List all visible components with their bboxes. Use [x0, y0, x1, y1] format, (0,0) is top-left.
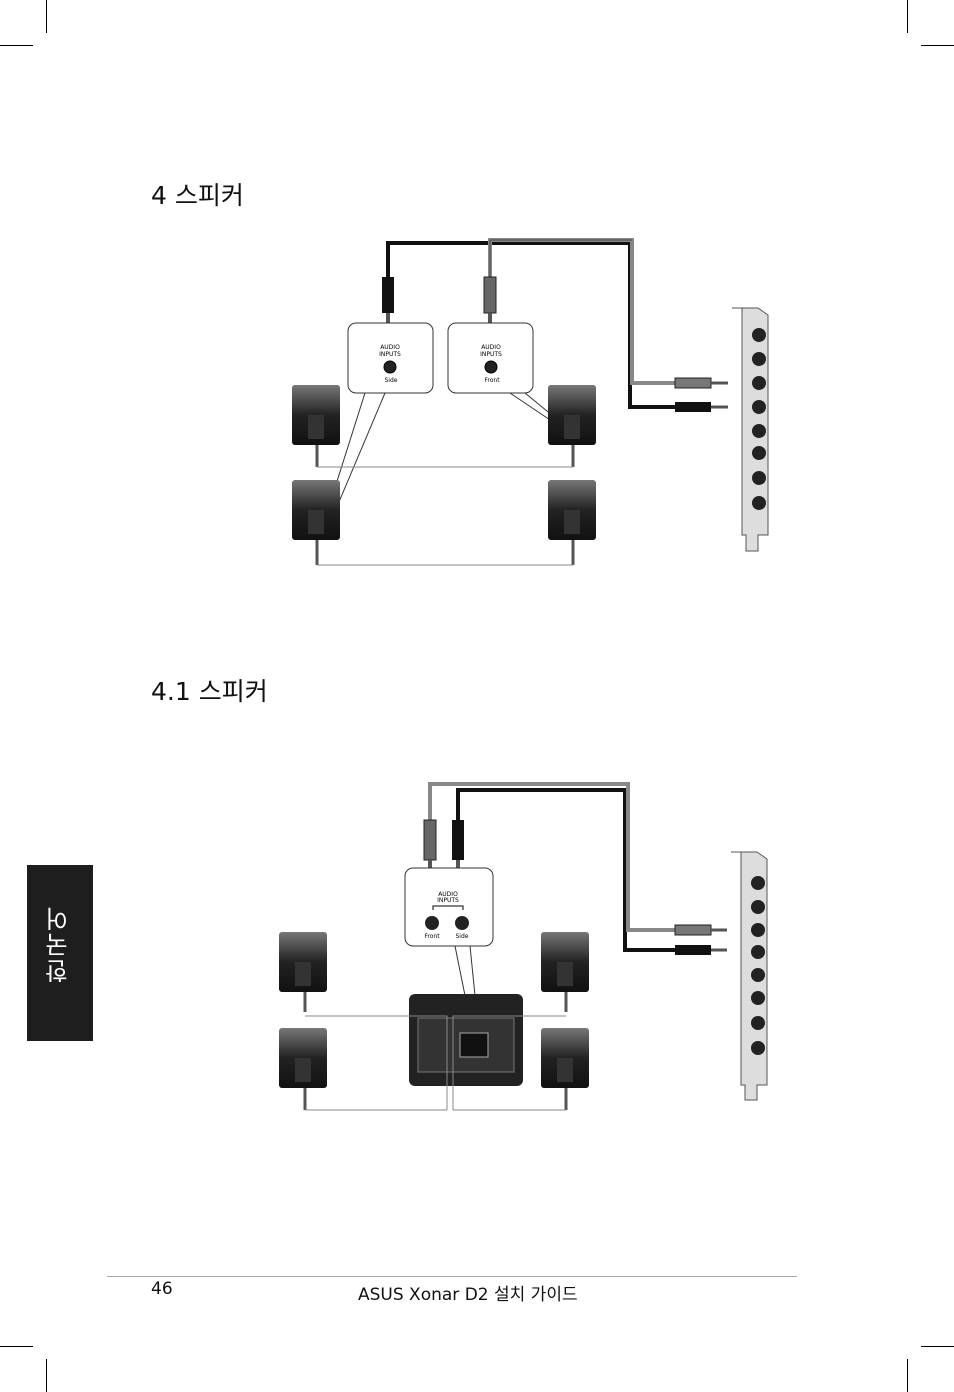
crop-mark	[907, 0, 908, 33]
speaker-front-left-icon	[279, 932, 327, 1012]
svg-text:INPUTS: INPUTS	[379, 351, 401, 358]
four-speaker-diagram: AUDIO INPUTS Side AUDIO INPUTS Front	[292, 238, 769, 566]
audio-input-box	[404, 867, 494, 947]
svg-text:Front: Front	[484, 377, 500, 384]
svg-text:AUDIO: AUDIO	[380, 344, 400, 351]
svg-text:Front: Front	[424, 933, 440, 940]
language-tab-label: 한국어	[45, 905, 73, 983]
speaker-rear-left-icon	[279, 1028, 327, 1110]
crop-mark	[0, 1346, 33, 1347]
crop-mark	[46, 0, 47, 33]
speaker-front-left-icon	[292, 385, 340, 467]
svg-text:AUDIO: AUDIO	[481, 344, 501, 351]
speaker-rear-right-icon	[541, 1028, 589, 1110]
svg-text:Side: Side	[385, 377, 398, 384]
svg-text:INPUTS: INPUTS	[480, 351, 502, 358]
sound-card-bracket-icon	[731, 851, 768, 1101]
section-title-4-1-speakers: 4.1 스피커	[151, 677, 268, 706]
subwoofer-icon	[409, 994, 523, 1086]
four-point-one-speaker-diagram: AUDIO INPUTS Front Side	[279, 782, 768, 1111]
sound-card-bracket-icon	[732, 307, 769, 552]
footer-rule	[107, 1276, 797, 1277]
crop-mark	[921, 1346, 954, 1347]
section-title-4-speakers: 4 스피커	[151, 181, 244, 210]
crop-mark	[0, 45, 33, 46]
footer-title: ASUS Xonar D2 설치 가이드	[358, 1285, 578, 1305]
speaker-front-right-icon	[548, 385, 596, 467]
svg-text:INPUTS: INPUTS	[437, 897, 459, 904]
crop-mark	[46, 1359, 47, 1392]
audio-input-box-front	[447, 322, 534, 394]
audio-input-box-side	[347, 322, 434, 394]
speaker-rear-left-icon	[292, 480, 340, 565]
language-tab: 한국어	[27, 865, 93, 1041]
speaker-front-right-icon	[541, 932, 589, 1012]
speaker-rear-right-icon	[548, 480, 596, 565]
page-number: 46	[151, 1279, 173, 1299]
svg-text:Side: Side	[456, 933, 469, 940]
crop-mark	[921, 45, 954, 46]
crop-mark	[907, 1359, 908, 1392]
svg-text:AUDIO: AUDIO	[438, 891, 458, 898]
